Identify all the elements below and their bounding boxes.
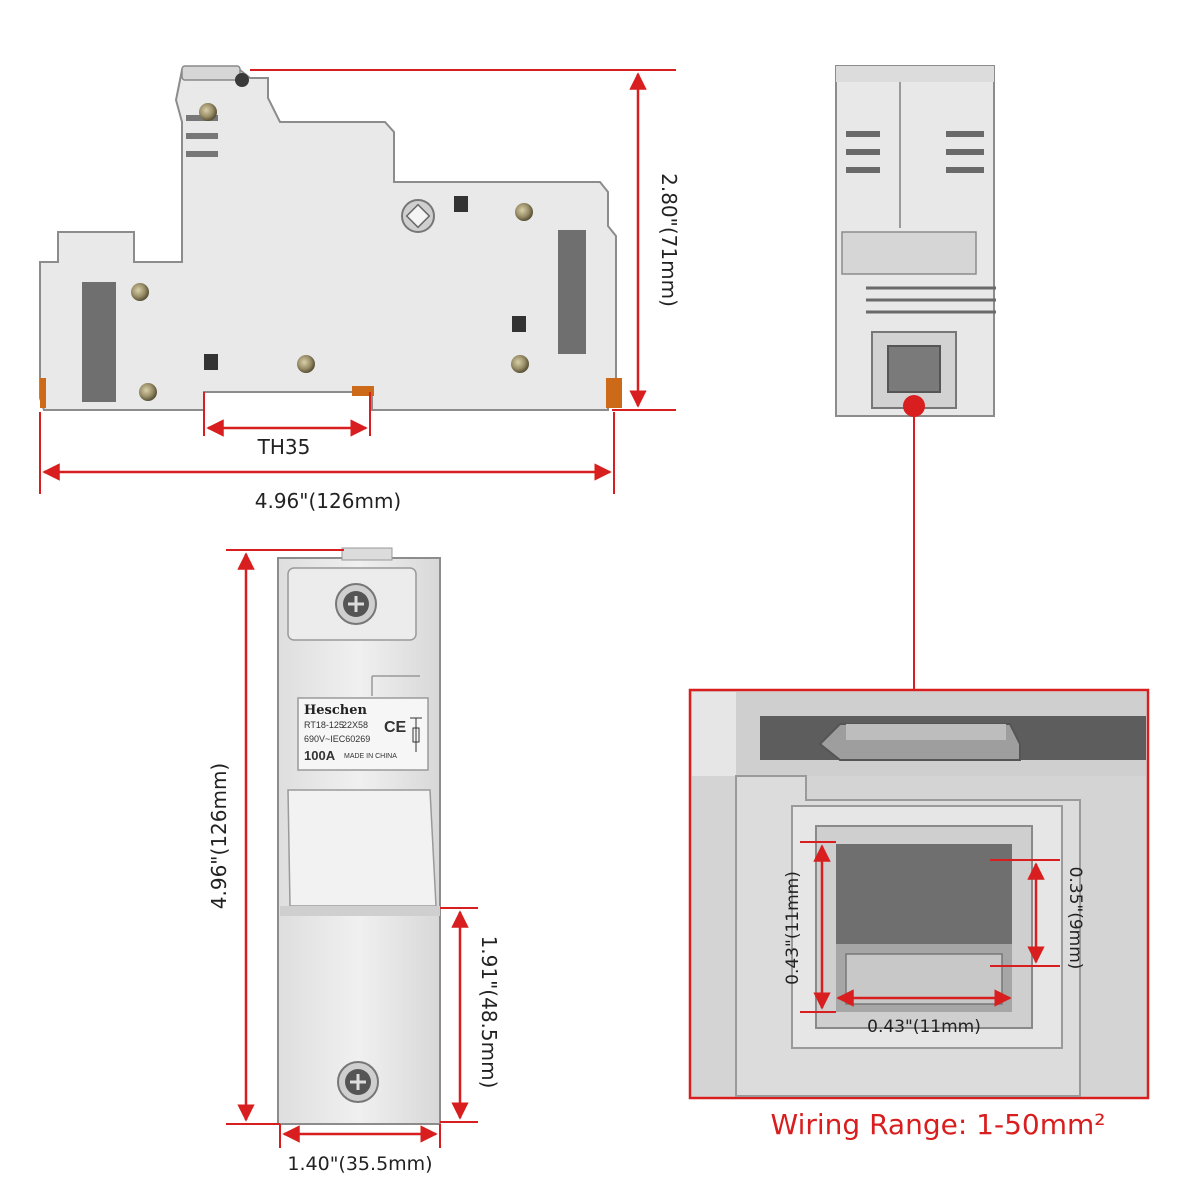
ce-mark-icon: CE	[384, 719, 407, 736]
label-brand: Heschen	[304, 703, 368, 718]
square-holes	[204, 196, 526, 370]
opening-width-label: 0.43"(11mm)	[867, 1017, 981, 1037]
fuse-symbol-icon	[410, 717, 422, 752]
dim-opening-height: 0.43"(11mm)	[783, 841, 836, 1013]
front-lower-label: 1.91"(48.5mm)	[477, 936, 501, 1089]
latch-pin	[235, 73, 249, 87]
product-label	[297, 697, 429, 771]
side-view-body	[39, 69, 617, 411]
screw-icon	[401, 199, 435, 233]
dim-front-lower: 1.91"(48.5mm)	[440, 907, 501, 1123]
side-slot-left	[82, 282, 116, 402]
label-model: RT18-125	[304, 720, 344, 730]
opening-height-label: 0.43"(11mm)	[783, 871, 803, 985]
end-vents	[846, 131, 984, 173]
top-latch	[181, 65, 241, 81]
label-voltage: 690V~IEC60269	[304, 734, 370, 744]
label-current: 100A	[304, 748, 336, 763]
dim-front-height: 4.96"(126mm)	[207, 549, 344, 1125]
front-width-label: 1.40"(35.5mm)	[287, 1153, 432, 1175]
rail-label: TH35	[257, 435, 311, 459]
wiring-caption: Wiring Range: 1-50mm²	[771, 1108, 1106, 1141]
dim-opening-inner: 0.35"(9mm)	[990, 859, 1085, 970]
dim-opening-width: 0.43"(11mm)	[836, 989, 1012, 1037]
rivets	[131, 103, 533, 401]
end-view	[835, 65, 996, 690]
front-view: Heschen RT18-125 22X58 CE 690V~IEC60269 …	[277, 547, 441, 1125]
side-height-label: 2.80"(71mm)	[657, 173, 681, 307]
dim-rail: TH35	[203, 392, 371, 459]
terminal-right	[606, 378, 622, 408]
side-view	[39, 65, 622, 411]
dim-side-width: 4.96"(126mm)	[39, 412, 615, 513]
end-fins	[866, 286, 996, 314]
opening-inner-label: 0.35"(9mm)	[1065, 867, 1085, 970]
label-origin: MADE IN CHINA	[344, 753, 397, 760]
label-size: 22X58	[342, 720, 368, 730]
terminal-left	[40, 378, 46, 408]
screw-icon	[337, 1061, 379, 1103]
dim-front-width: 1.40"(35.5mm)	[279, 1124, 441, 1175]
side-width-label: 4.96"(126mm)	[255, 489, 401, 513]
dim-side-height: 2.80"(71mm)	[250, 69, 681, 411]
terminal-mid	[352, 386, 374, 396]
callout-dot	[903, 395, 925, 417]
screw-icon	[335, 583, 377, 625]
side-slot-right	[558, 230, 586, 354]
front-height-label: 4.96"(126mm)	[207, 763, 231, 909]
